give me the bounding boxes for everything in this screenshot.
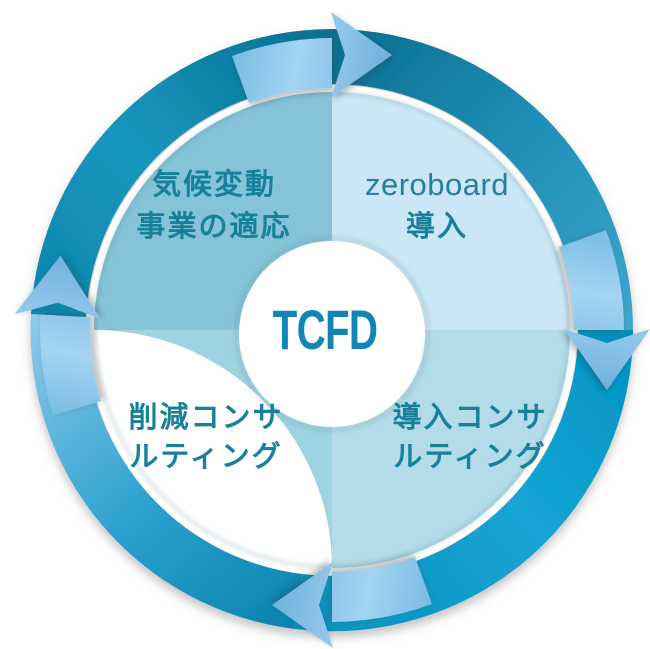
arrow-head [272, 562, 333, 648]
arrow-tail [40, 314, 101, 416]
label-climate-adaptation: 気候変動 事業の適応 [94, 164, 334, 248]
clockwise-arrow-bottom [272, 557, 432, 648]
center-circle [239, 241, 425, 427]
label-zeroboard-adoption: zeroboard 導入 [317, 164, 557, 248]
arrow-tail [332, 557, 432, 622]
label-line: 導入コンサ [392, 402, 548, 434]
label-line: 事業の適応 [136, 211, 292, 243]
label-line: 気候変動 [151, 169, 276, 201]
label-line: zeroboard [364, 167, 510, 202]
arrow-head [14, 255, 101, 319]
arrow-tail [232, 38, 332, 103]
arrow-head [331, 12, 392, 98]
arrow-head [564, 329, 650, 390]
label-reduction-consulting: 削減コンサ ルティング [86, 399, 326, 477]
clockwise-arrow-right [559, 230, 650, 390]
label-line: 削減コンサ [128, 402, 284, 434]
label-adoption-consulting: 導入コンサ ルティング [350, 399, 590, 477]
arrow-tail [559, 230, 624, 330]
clockwise-arrow-top [232, 12, 392, 103]
label-line: ルティング [393, 441, 547, 473]
center-label: TCFD [272, 298, 378, 361]
disc-edge-shadow [93, 91, 571, 569]
clockwise-arrow-left [14, 255, 101, 416]
label-line: 導入 [405, 211, 468, 243]
label-line: ルティング [129, 441, 283, 473]
center-circle-halo [234, 236, 430, 432]
